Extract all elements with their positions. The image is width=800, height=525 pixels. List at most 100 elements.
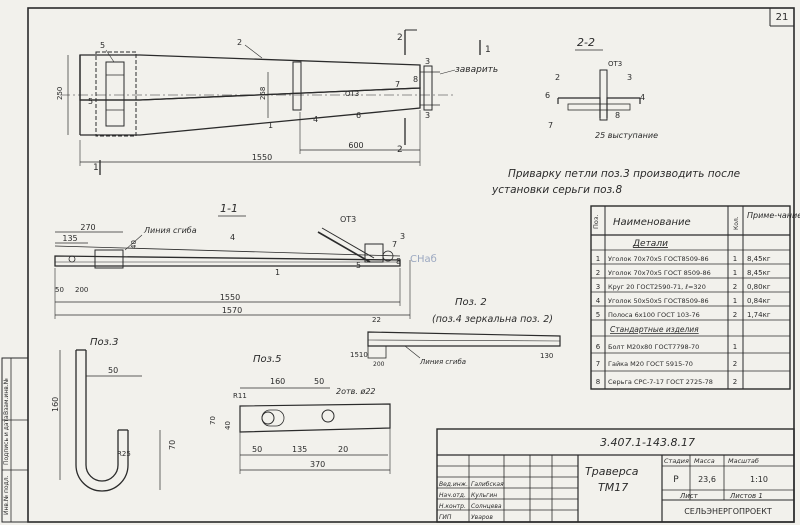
poz3-d50: 50	[108, 366, 118, 375]
s11-dim-1550: 1550	[220, 293, 240, 302]
tb-name-2: ТМ17	[598, 481, 628, 494]
sheet-frame	[27, 7, 795, 523]
poz2-d1510: 1510	[350, 351, 368, 359]
section-mark-1-top: 1	[485, 45, 491, 55]
s11-mark-8: 8	[396, 257, 401, 266]
spec-row-qty: 2	[733, 283, 737, 291]
mark-5-left: 5	[88, 97, 93, 106]
poz-5: Поз.5 160 50 R11 70 40 2отв. ø22 50 135 …	[209, 354, 391, 474]
poz2-title: Поз. 2	[455, 297, 487, 308]
mark-3: 3	[425, 57, 430, 66]
tb-masshtab-h: Масштаб	[728, 457, 759, 465]
dim-250: 250	[56, 87, 64, 100]
spec-row-note: 1,74кг	[747, 311, 771, 319]
mark-6: 6	[356, 111, 361, 120]
spec-row-name: Гайка М20 ГОСТ 5915-70	[608, 360, 693, 368]
sig-role: Нач.отд.	[439, 492, 466, 499]
tb-massa: 23,6	[698, 475, 716, 484]
spec-row-name: Уголок 50х50х5 ГОСТ8509-86	[608, 297, 709, 305]
section-1-1-title: 1-1	[220, 202, 238, 215]
poz5-d50b: 50	[252, 445, 262, 454]
mark-4: 4	[313, 115, 318, 124]
spec-row-note: 0,84кг	[747, 297, 771, 305]
spec-row-pos: 5	[596, 311, 600, 319]
poz5-d40: 40	[224, 421, 232, 430]
s11-dim-200: 200	[75, 286, 88, 294]
section-2-2-mark-3: 3	[627, 73, 632, 82]
sig-name: Галибская	[471, 481, 504, 488]
sig-row: ГИП Уваров	[439, 514, 493, 521]
mark-5-top: 5	[100, 41, 105, 50]
poz3-r25: R25	[117, 450, 131, 458]
section-2-2-mark-2: 2	[555, 73, 560, 82]
poz5-title: Поз.5	[253, 354, 282, 365]
spec-row-note: 8,45кг	[747, 269, 771, 277]
poz2-d130: 130	[540, 352, 553, 360]
section-2-2-mark-6: 6	[545, 91, 550, 100]
tb-stadiya: Р	[673, 475, 679, 485]
spec-row-name: Полоса 6х100 ГОСТ 103-76	[608, 311, 700, 319]
note-line-2: установки серьги поз.8	[491, 184, 622, 196]
poz5-d370: 370	[310, 460, 325, 469]
view-plan: 2 2 1 1 1550 600 250 258 2 5 5 ОТ3 3 3 8…	[56, 29, 498, 175]
spec-row-pos: 3	[596, 283, 600, 291]
mark-7: 7	[395, 80, 400, 89]
poz2-d22: 22	[372, 316, 381, 324]
spec-row-qty: 1	[733, 269, 737, 277]
poz5-r11: R11	[233, 392, 247, 400]
mark-8: 8	[413, 75, 418, 84]
poz5-d135: 135	[292, 445, 307, 454]
tb-massa-h: Масса	[694, 457, 715, 465]
sig-role: ГИП	[439, 514, 452, 521]
spec-group-std: Стандартные изделия	[610, 325, 699, 334]
s11-mark-7: 7	[392, 240, 397, 249]
spec-row-pos: 6	[596, 343, 601, 351]
spec-row: 5 Полоса 6х100 ГОСТ 103-76 2 1,74кг	[591, 311, 790, 321]
s11-mark-1: 1	[275, 268, 280, 277]
title-block: 3.407.1-143.8.17 Стадия Масса Масштаб Р …	[436, 428, 795, 523]
spec-row-pos: 7	[596, 360, 600, 368]
spec-row-name: Серьга СРС-7-17 ГОСТ 2725-78	[608, 378, 713, 386]
mark-2: 2	[237, 38, 242, 47]
sig-row: Н.контр. Солнцева	[439, 503, 502, 510]
s11-dim-1570: 1570	[222, 306, 242, 315]
section-mark-1-bottom: 1	[93, 163, 99, 173]
mark-1: 1	[268, 121, 273, 130]
poz3-d70: 70	[168, 440, 177, 450]
tb-listov: Листов 1	[729, 492, 763, 500]
dim-1550: 1550	[252, 153, 272, 162]
s11-mark-3: 3	[400, 232, 405, 241]
side-stamp: Инв.№ подл. Подпись и дата Взам.инв.№	[1, 357, 29, 523]
section-2-2-mark-8: 8	[615, 111, 620, 120]
s11-mark-5: 5	[356, 261, 361, 270]
sig-row: Нач.отд. Кульгин	[439, 492, 497, 499]
spec-row: 1 Уголок 70х70х5 ГОСТ8509-86 1 8,45кг	[591, 255, 790, 265]
dim-258: 258	[259, 87, 267, 100]
spec-h-qty: Кол.	[733, 216, 740, 230]
spec-row-pos: 8	[596, 378, 600, 386]
s11-dim-50: 50	[55, 286, 64, 294]
section-2-2-vystupanie: 25 выступание	[595, 131, 658, 140]
zavarit-label: заварить	[455, 65, 498, 75]
section-1-1: 1-1 270 135 40 50 200 1550 1570 Линия сг…	[54, 202, 411, 319]
mark-3b: 3	[425, 111, 430, 120]
poz5-d20: 20	[338, 445, 348, 454]
s11-ot3: ОТ3	[340, 215, 356, 224]
poz-2: Поз. 2 (поз.4 зеркальна поз. 2) 22 1510 …	[350, 297, 561, 368]
spec-row: 4 Уголок 50х50х5 ГОСТ8509-86 1 0,84кг	[591, 297, 790, 307]
sig-role: Вед.инж.	[439, 481, 468, 488]
section-2-2-mark-7: 7	[548, 121, 553, 130]
sig-name: Уваров	[471, 514, 493, 521]
spec-row-note: 0,80кг	[747, 283, 771, 291]
section-mark-2-top: 2	[397, 33, 403, 43]
tb-masshtab: 1:10	[750, 475, 768, 484]
spec-row: 8 Серьга СРС-7-17 ГОСТ 2725-78 2	[596, 378, 737, 386]
s11-dim-40: 40	[130, 240, 138, 249]
spec-row-qty: 2	[733, 311, 737, 319]
spec-row: 2 Уголок 70х70х5 ГОСТ 8509-86 1 8,45кг	[591, 269, 790, 279]
sig-row: Вед.инж. Галибская	[439, 481, 504, 488]
poz3-d160: 160	[51, 397, 60, 412]
note: Приварку петли поз.3 производить после у…	[491, 168, 740, 196]
note-line-1: Приварку петли поз.3 производить после	[508, 168, 740, 180]
